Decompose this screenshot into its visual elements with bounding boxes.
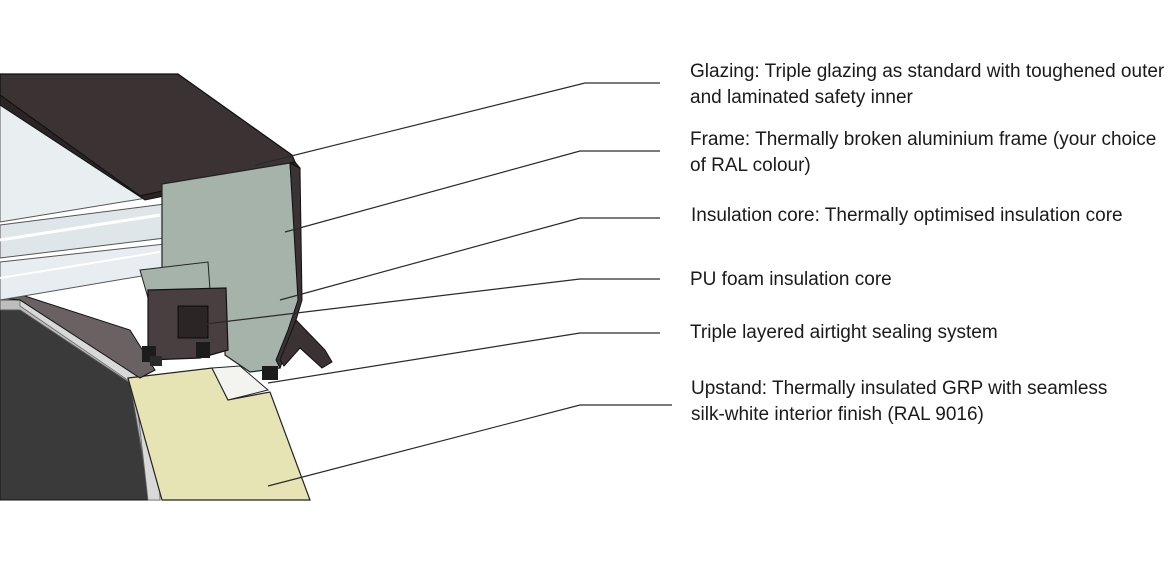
leader-upstand [267,404,672,487]
label-glazing: Glazing: Triple glazing as standard with… [690,59,1164,111]
label-frame-line2: of RAL colour) [690,155,811,176]
label-sealing: Triple layered airtight sealing system [690,320,998,346]
label-upstand: Upstand: Thermally insulated GRP with se… [691,376,1107,428]
frame-drip [279,319,333,369]
label-pu-foam: PU foam insulation core [690,267,892,293]
label-insulation-core: Insulation core: Thermally optimised ins… [691,203,1123,229]
glass-highlight-2 [0,251,161,279]
leader-frame [284,150,660,233]
label-glazing-line2: and laminated safety inner [690,87,913,108]
label-sealing-line1: Triple layered airtight sealing system [690,322,998,343]
frame-side-outer [275,162,303,370]
gasket-4 [150,356,162,366]
label-pu-foam-line1: PU foam insulation core [690,269,892,290]
leader-pu-foam [204,278,660,325]
frame-lower-leg [0,287,156,379]
label-glazing-line1: Glazing: Triple glazing as standard with… [690,61,1165,82]
leader-glazing [254,82,660,166]
upstand-lip [211,365,270,401]
label-upstand-line1: Upstand: Thermally insulated GRP with se… [691,378,1108,399]
leader-insulation-core [279,217,660,301]
label-insulation-core-line1: Insulation core: Thermally optimised ins… [691,205,1123,226]
pu-foam-inner [177,305,209,339]
label-frame: Frame: Thermally broken aluminium frame … [690,127,1156,179]
leader-sealing [267,332,660,384]
gasket-2 [196,342,210,358]
glass-highlight [0,213,161,242]
gasket-3 [262,366,278,380]
label-frame-line1: Frame: Thermally broken aluminium frame … [690,129,1157,150]
label-upstand-line2: silk-white interior finish (RAL 9016) [691,404,984,425]
